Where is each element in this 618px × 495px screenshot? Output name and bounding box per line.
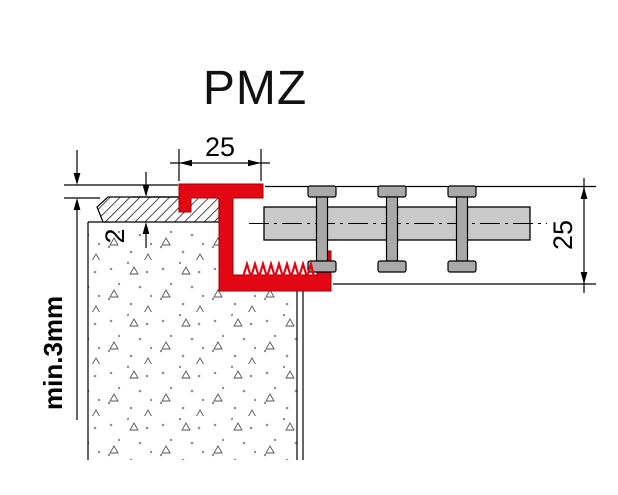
pmz-profile xyxy=(178,183,332,292)
ibeam-2 xyxy=(377,185,407,273)
dim-tile-thickness: 2 xyxy=(100,172,178,248)
dim-min-depth: min.3mm xyxy=(38,150,178,420)
diagram-title: PMZ xyxy=(203,62,307,115)
grating-cross-beams xyxy=(307,185,477,273)
dim-top-width-label: 25 xyxy=(205,132,235,162)
ibeam-1 xyxy=(307,185,337,273)
dim-grating-height: 25 xyxy=(333,178,596,293)
ibeam-3 xyxy=(447,185,477,273)
tile-hatched-section xyxy=(96,196,220,223)
dim-tile-thickness-label: 2 xyxy=(100,228,130,243)
dim-top-width: 25 xyxy=(170,132,270,181)
dim-grating-height-label: 25 xyxy=(548,220,578,250)
spring-clip xyxy=(241,259,316,281)
dim-min-depth-label: min.3mm xyxy=(38,296,68,410)
